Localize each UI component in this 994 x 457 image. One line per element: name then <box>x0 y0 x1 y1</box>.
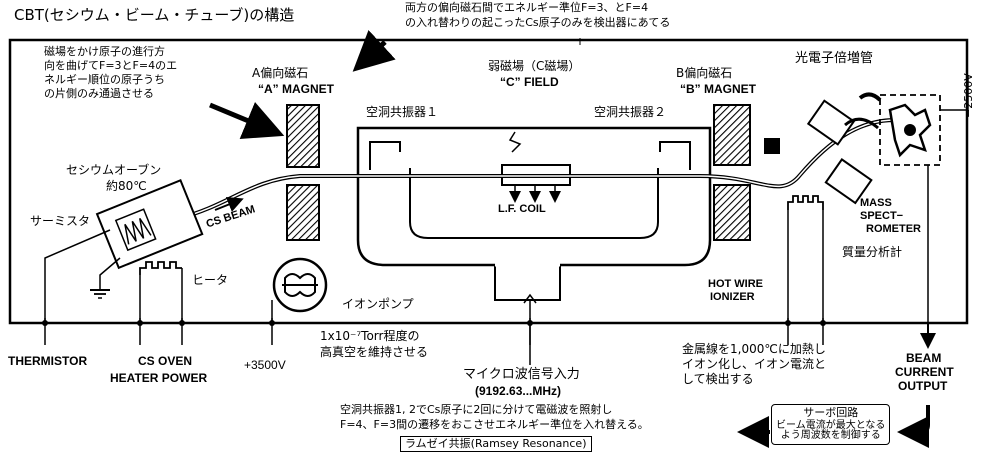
hot-wire-ionizer <box>787 195 824 210</box>
servo-body-line1: ビーム電流が最大となる <box>776 419 886 431</box>
hot-wire-line1: HOT WIRE <box>708 278 763 290</box>
left-note-line2: 向を曲げてF=3とF=4のエ <box>44 59 178 72</box>
servo-title: サーボ回路 <box>803 406 859 419</box>
plus-voltage-label: +3500V <box>244 358 286 372</box>
b-magnet-jp: B偏向磁石 <box>676 66 733 80</box>
b-magnet-upper <box>713 104 751 166</box>
cavity-note-line2: F=4、F=3間の遷移をおこさせエネルギー準位を入れ替える。 <box>340 418 649 431</box>
left-note-line3: ネルギー順位の原子うち <box>44 73 165 86</box>
thermistor-jp: サーミスタ <box>30 214 91 228</box>
a-magnet-en: “A” MAGNET <box>258 82 334 96</box>
cavity1-label: 空洞共振器１ <box>366 105 439 119</box>
cavity1-end <box>369 141 401 170</box>
a-magnet-jp: A偏向磁石 <box>252 66 309 80</box>
ionizer-note-line3: して検出する <box>682 372 754 386</box>
voltage-neg-label: −2500V <box>962 73 975 118</box>
cs-oven-jp: セシウムオーブン <box>66 163 162 177</box>
top-note-line2: の入れ替わりの起こったCs原子のみを検出器にあてる <box>405 16 671 29</box>
cavity-outer <box>356 126 712 267</box>
cs-oven <box>95 179 204 270</box>
pmt-label: 光電子倍増管 <box>795 51 874 66</box>
heater-jp: ヒータ <box>192 273 229 287</box>
top-note-line1: 両方の偏向磁石間でエネルギー準位F=3、とF=4 <box>405 1 649 14</box>
servo-body-line2: よう周波数を制御する <box>780 430 881 442</box>
heater-power-label: HEATER POWER <box>110 371 208 385</box>
detector-block <box>764 138 780 154</box>
mass-spec-line2: SPECT− <box>860 210 904 222</box>
page-title: CBT(セシウム・ビーム・チューブ)の構造 <box>14 6 295 24</box>
ionizer-note-line1: 金属線を1,000℃に加熱し <box>682 342 826 356</box>
mass-spec-line3: ROMETER <box>866 223 921 235</box>
left-note-line4: の片側のみ通過させる <box>44 87 154 100</box>
cavity-note-line1: 空洞共振器1, 2でCs原子に2回に分けて電磁波を照射し <box>340 403 613 416</box>
beam-current-line3: OUTPUT <box>898 379 948 393</box>
waveguide-stub <box>494 265 561 301</box>
cavity2-label: 空洞共振器２ <box>594 105 667 119</box>
lf-coil-label: L.F. COIL <box>498 203 546 215</box>
left-note-line1: 磁場をかけ原子の進行方 <box>44 45 165 58</box>
ramsey-box: ラムゼイ共振(Ramsey Resonance) <box>400 436 592 452</box>
servo-box: サーボ回路 ビーム電流が最大となる よう周波数を制御する <box>771 404 891 445</box>
mass-spec-jp: 質量分析計 <box>842 245 903 259</box>
cs-oven-temp: 約80℃ <box>106 179 147 193</box>
a-magnet-upper <box>286 104 320 168</box>
vacuum-line1: 1x10⁻⁷Torr程度の <box>320 329 420 343</box>
beam-current-line2: CURRENT <box>895 365 954 379</box>
c-field-jp: 弱磁場（C磁場） <box>488 59 581 73</box>
c-field-en: “C” FIELD <box>500 75 559 89</box>
b-magnet-lower <box>713 184 751 241</box>
microwave-freq: (9192.63...MHz) <box>475 384 562 398</box>
pmt-box <box>879 94 941 166</box>
ion-pump-label: イオンポンプ <box>342 297 414 311</box>
microwave-jp: マイクロ波信号入力 <box>463 367 580 382</box>
vacuum-line2: 高真空を維持させる <box>320 345 429 359</box>
mass-spec-line1: MASS <box>860 197 892 209</box>
hot-wire-line2: IONIZER <box>710 291 755 303</box>
thermistor-terminal-label: THERMISTOR <box>8 354 88 368</box>
cavity-inner <box>409 168 659 239</box>
b-magnet-en: “B” MAGNET <box>680 82 756 96</box>
heater-coil <box>139 261 182 275</box>
a-magnet-lower <box>286 184 320 241</box>
cs-oven-terminal-label: CS OVEN <box>138 354 193 368</box>
vacuum-enclosure <box>8 38 969 325</box>
beam-current-line1: BEAM <box>906 351 942 365</box>
cavity2-end <box>659 141 691 170</box>
ionizer-note-line2: イオン化し、イオン電流と <box>682 357 827 371</box>
